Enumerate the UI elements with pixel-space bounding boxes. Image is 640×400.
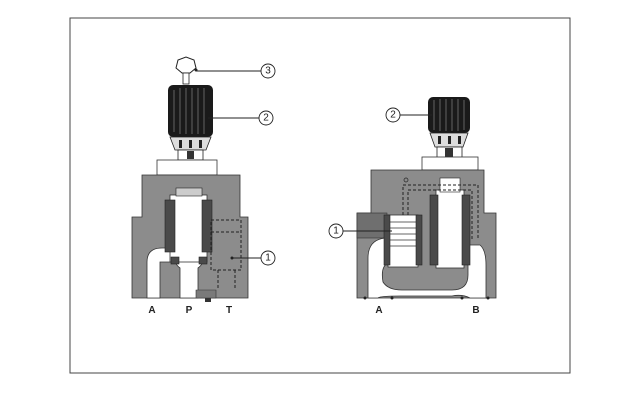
left-valve: A P T 3 2 1 [131,56,276,316]
central-bore [169,194,208,263]
adjustment-knob [168,85,213,161]
port-a-passage [146,247,173,299]
svg-text:2: 2 [263,113,269,124]
adjustment-knob [428,97,470,159]
callout-3: 3 [196,63,276,79]
port-label-p: P [186,305,193,316]
callout-1: 1 [230,250,276,266]
svg-text:2: 2 [390,110,396,121]
port-label-a: A [375,305,382,316]
port-label-b: B [472,305,479,316]
callout-1: 1 [328,223,392,239]
callout-2: 2 [208,110,274,126]
cover-plate [156,159,218,176]
key-icon [175,56,198,85]
port-label-t: T [226,305,232,316]
svg-text:3: 3 [265,66,271,77]
svg-text:1: 1 [333,226,339,237]
cover-plate [421,156,479,171]
right-valve: A B 1 2 [328,97,497,316]
pilot-bore [435,189,465,269]
callout-2: 2 [385,107,432,123]
check-cartridge [387,214,419,268]
svg-text:1: 1 [265,253,271,264]
pilot-cartridge [210,219,242,271]
pilot-line [402,184,479,240]
port-label-a: A [148,305,155,316]
